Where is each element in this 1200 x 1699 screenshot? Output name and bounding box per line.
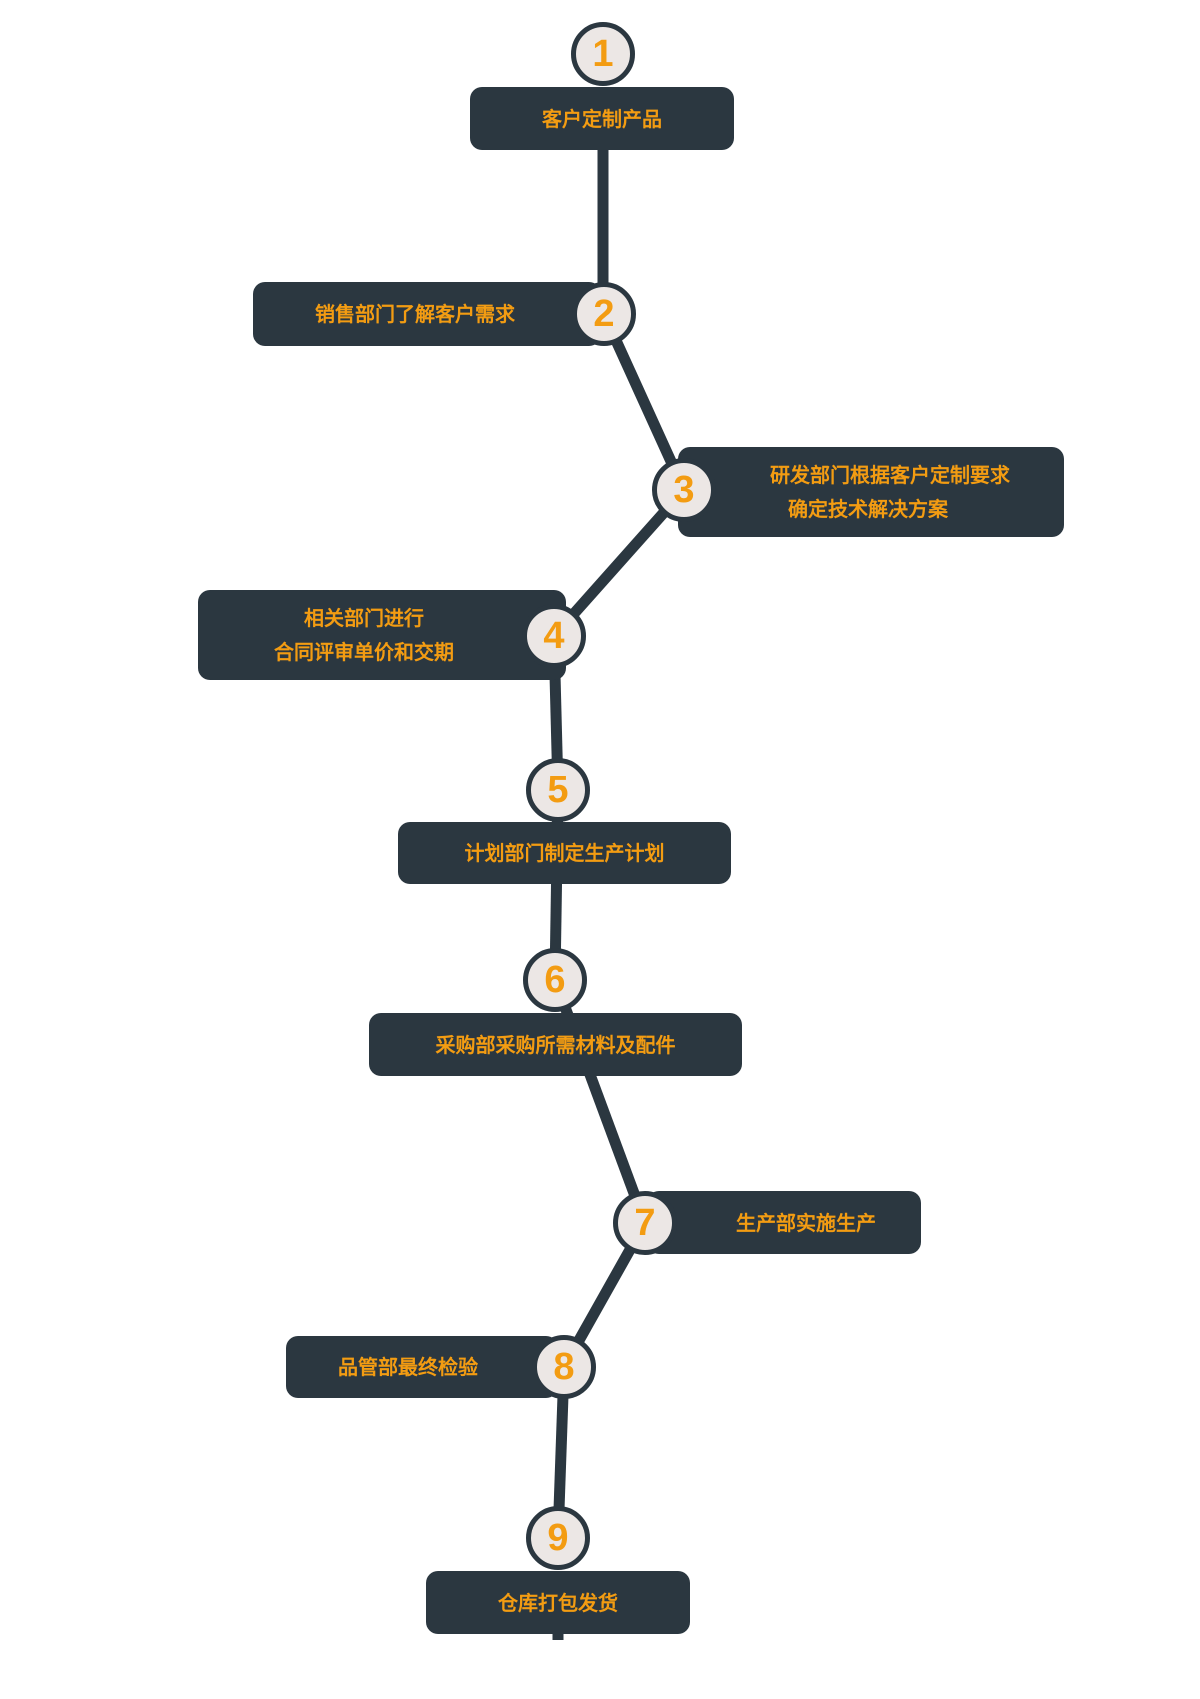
- step-text-8-line-1: 品管部最终检验: [338, 1355, 478, 1379]
- step-text-3-line-2: 确定技术解决方案: [788, 497, 948, 521]
- step-text-9-line-1: 仓库打包发货: [498, 1590, 618, 1615]
- step-number-6: 6: [523, 948, 587, 1012]
- step-text-6-line-1: 采购部采购所需材料及配件: [435, 1032, 676, 1057]
- step-text-3-line-1: 研发部门根据客户定制要求: [770, 463, 1010, 487]
- step-box-9: 仓库打包发货: [426, 1571, 690, 1634]
- step-number-5: 5: [526, 758, 590, 822]
- step-box-5: 计划部门制定生产计划: [398, 822, 731, 884]
- step-number-8: 8: [532, 1335, 596, 1399]
- step-text-1-line-1: 客户定制产品: [542, 106, 662, 131]
- step-text-4-line-2: 合同评审单价和交期: [274, 640, 454, 664]
- step-box-2: 销售部门了解客户需求: [253, 282, 601, 346]
- step-text-7-line-1: 生产部实施生产: [736, 1210, 876, 1235]
- step-box-4: 相关部门进行 合同评审单价和交期: [198, 590, 566, 680]
- step-number-1: 1: [571, 22, 635, 86]
- step-text-2-line-1: 销售部门了解客户需求: [315, 302, 515, 326]
- step-text-5-line-1: 计划部门制定生产计划: [464, 841, 665, 865]
- step-number-4: 4: [522, 604, 586, 668]
- step-box-3: 研发部门根据客户定制要求 确定技术解决方案: [678, 447, 1064, 537]
- step-box-7: 生产部实施生产: [647, 1191, 921, 1254]
- step-box-1: 客户定制产品: [470, 87, 734, 150]
- step-number-7: 7: [613, 1191, 677, 1255]
- step-number-9: 9: [526, 1506, 590, 1570]
- step-text-4-line-1: 相关部门进行: [304, 606, 424, 630]
- step-number-2: 2: [572, 282, 636, 346]
- step-box-8: 品管部最终检验: [286, 1336, 558, 1398]
- step-number-3: 3: [652, 458, 716, 522]
- step-box-6: 采购部采购所需材料及配件: [369, 1013, 742, 1076]
